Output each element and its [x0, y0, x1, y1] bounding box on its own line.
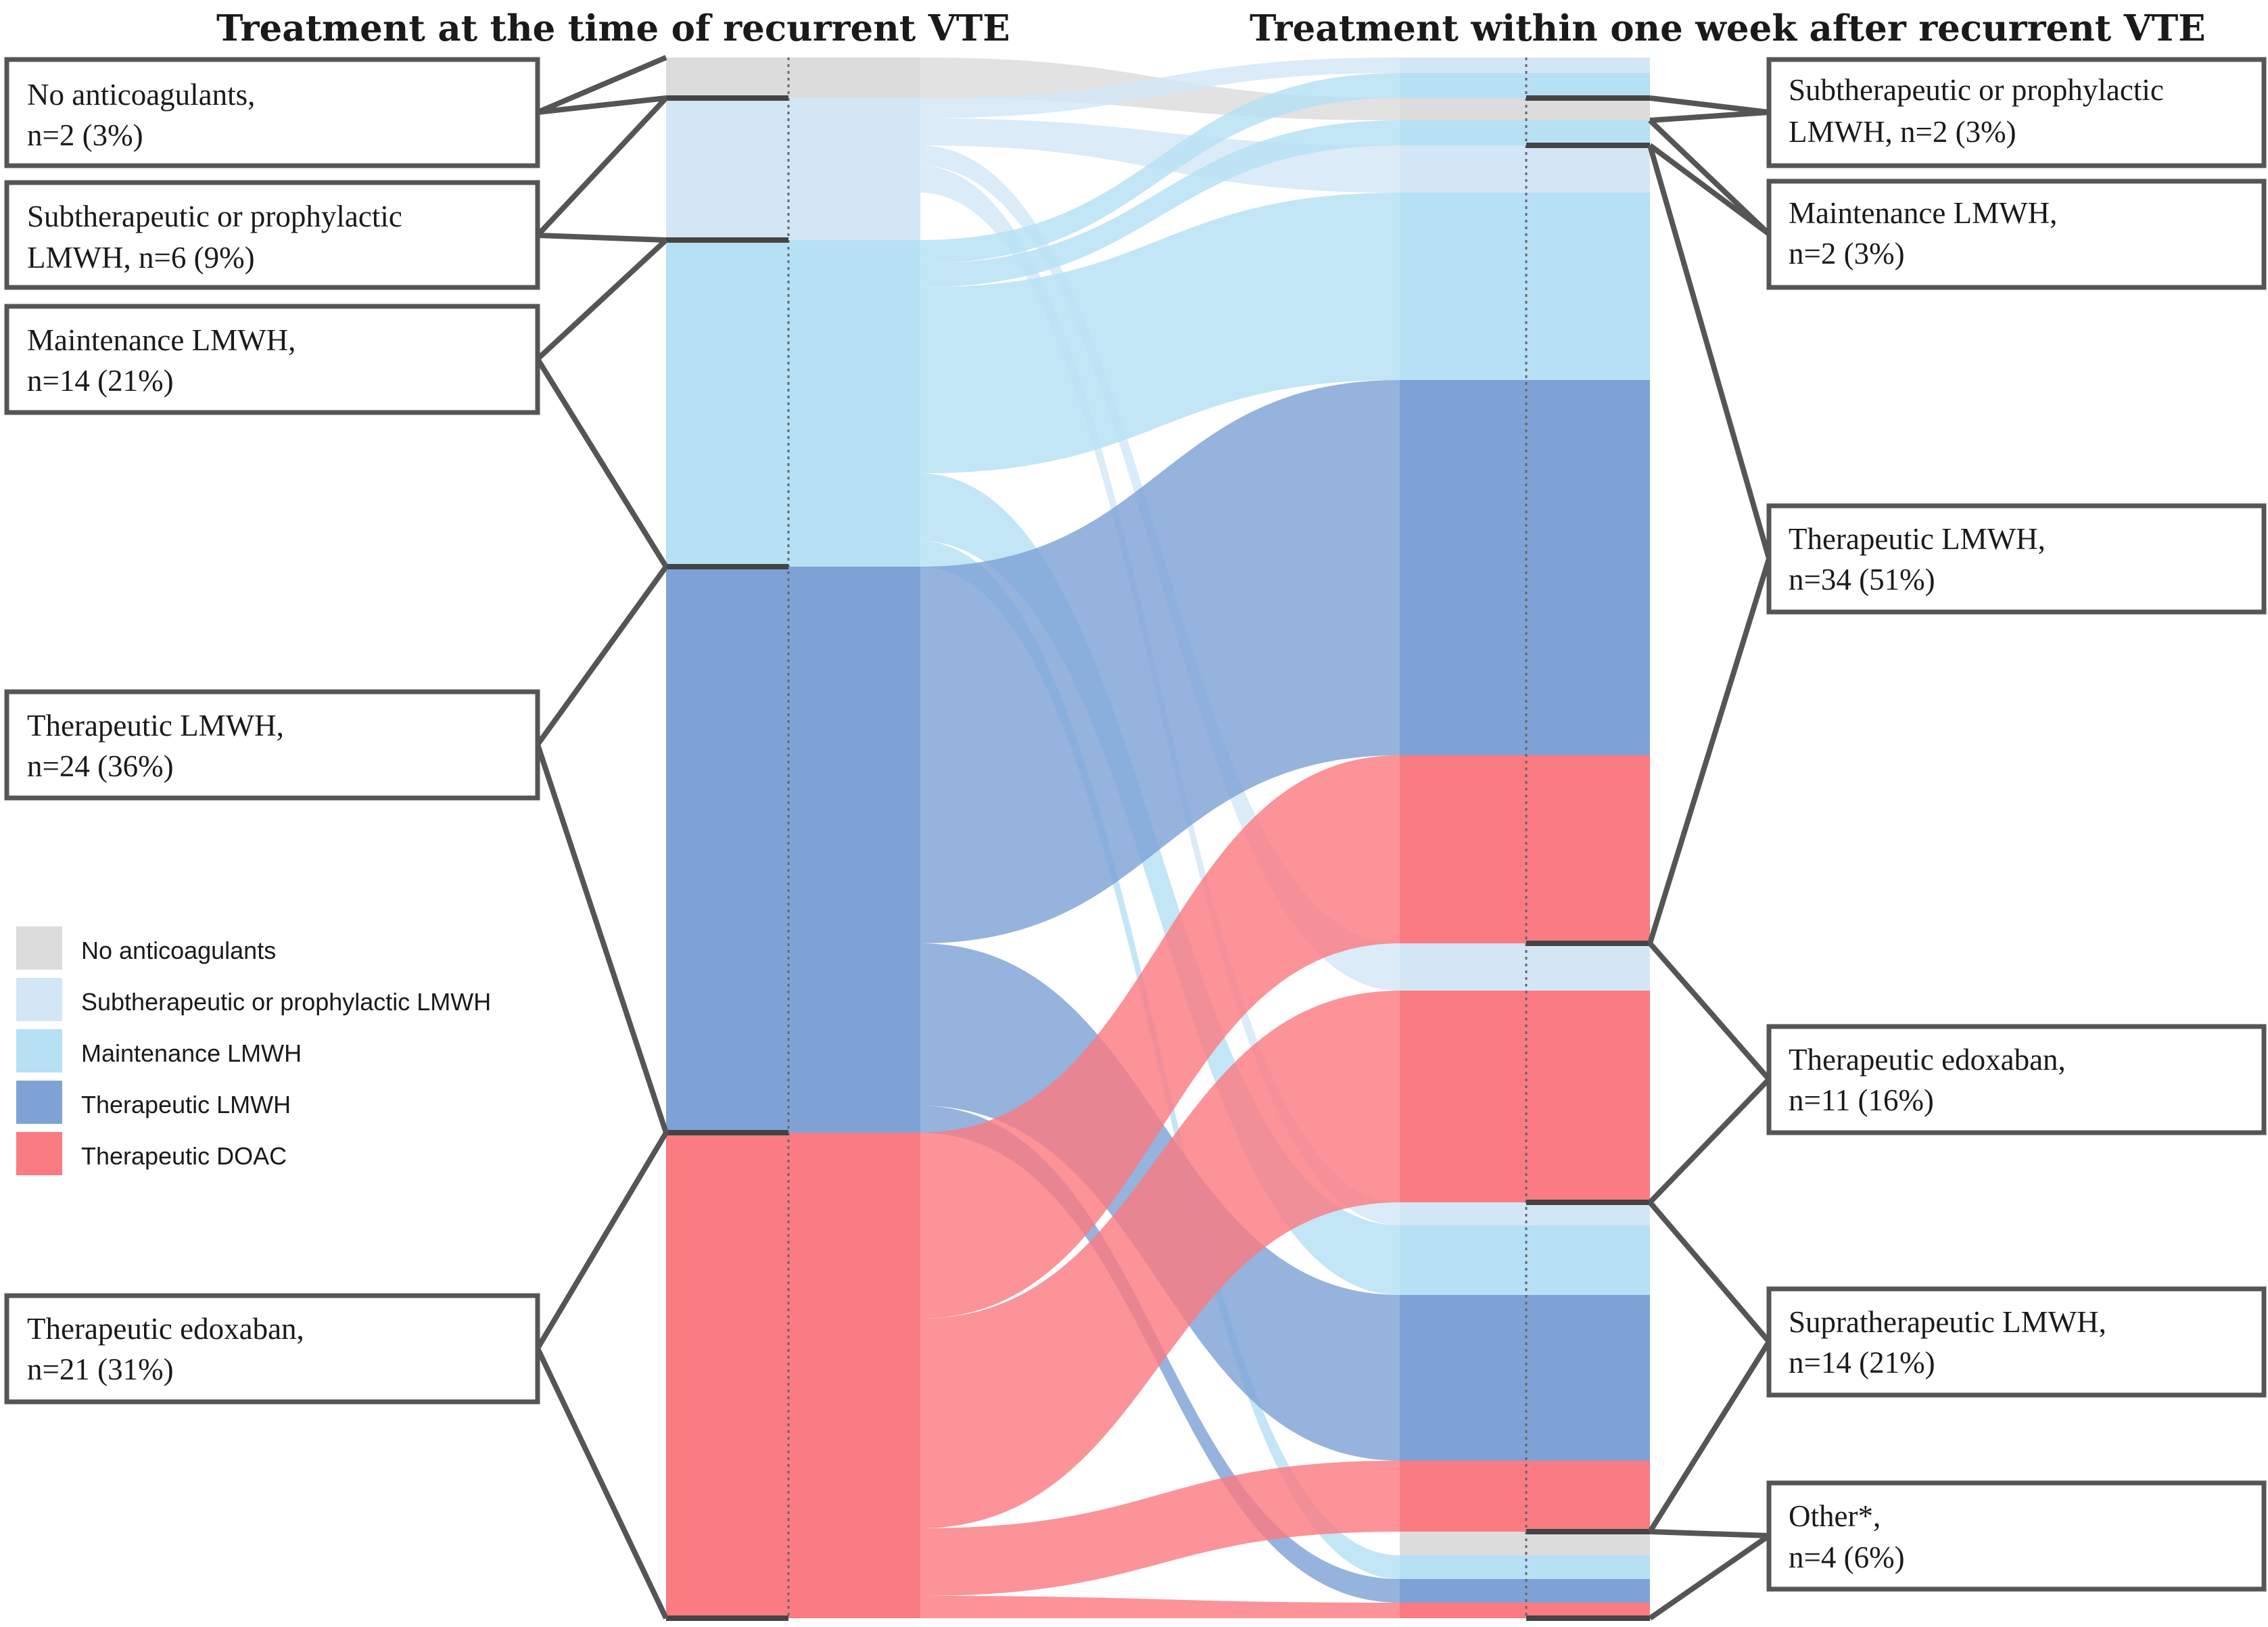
left-label-line2: n=14 (21%) [27, 364, 174, 398]
left-leader [536, 55, 667, 115]
legend-label: No anticoagulants [81, 937, 276, 964]
right-node-segment [1400, 380, 1650, 755]
legend-swatch-ther [16, 1081, 62, 1124]
right-label-line1: Maintenance LMWH, [1789, 196, 2057, 230]
left-label-L2: Maintenance LMWH, n=14 (21%) [4, 304, 540, 415]
right-label-line2: n=4 (6%) [1789, 1540, 1905, 1574]
legend-label: Subtherapeutic or prophylactic LMWH [81, 988, 491, 1016]
right-label-line2: n=2 (3%) [1789, 237, 1905, 270]
legend-label: Maintenance LMWH [81, 1039, 302, 1067]
right-node-segment [1400, 991, 1650, 1202]
right-leader [1647, 1200, 1772, 1534]
left-node-block [666, 240, 920, 567]
right-label-line2: n=14 (21%) [1789, 1346, 1935, 1380]
column-dividers [666, 95, 1650, 1621]
left-node-block [666, 1133, 920, 1618]
left-column-title: Treatment at the time of recurrent VTE [216, 7, 1010, 49]
left-node-block [666, 567, 920, 1133]
left-label-line2: LMWH, n=6 (9%) [27, 241, 255, 275]
left-label-L0: No anticoagulants, n=2 (3%) [4, 57, 540, 168]
left-label-line2: n=21 (31%) [27, 1352, 174, 1386]
right-node-segment [1400, 1532, 1650, 1555]
left-stacked-column [666, 57, 920, 1618]
right-node-segment [1400, 943, 1650, 991]
right-label-line1: Therapeutic edoxaban, [1789, 1043, 2066, 1077]
right-label-line1: Therapeutic LMWH, [1789, 522, 2046, 556]
right-label-R3: Therapeutic edoxaban, n=11 (16%) [1766, 1024, 2267, 1135]
right-label-R4: Supratherapeutic LMWH, n=14 (21%) [1766, 1286, 2267, 1398]
legend-label: Therapeutic DOAC [81, 1142, 287, 1170]
right-stacked-column [1400, 57, 1650, 1618]
left-leader [531, 96, 668, 243]
right-label-R1: Maintenance LMWH, n=2 (3%) [1766, 179, 2267, 290]
left-node-block [666, 98, 920, 240]
left-leader [534, 1131, 669, 1620]
right-label-line2: n=34 (51%) [1789, 563, 1935, 596]
right-node-segment [1400, 1295, 1650, 1461]
right-node-segment [1400, 98, 1650, 120]
right-label-line1: Subtherapeutic or prophylactic [1789, 73, 2164, 107]
right-node-segment [1400, 1461, 1650, 1532]
flow-ribbon [666, 120, 1400, 287]
right-label-R2: Therapeutic LMWH, n=34 (51%) [1766, 503, 2267, 615]
right-node-segment [1400, 120, 1650, 145]
left-label-line2: n=2 (3%) [27, 118, 143, 152]
right-label-line1: Supratherapeutic LMWH, [1789, 1305, 2106, 1339]
right-column-title: Treatment within one week after recurren… [1250, 7, 2206, 49]
right-node-segment [1400, 73, 1650, 98]
left-label-line1: Therapeutic edoxaban, [27, 1312, 304, 1346]
right-node-segment [1400, 1202, 1650, 1225]
flow-ribbon [666, 73, 1400, 264]
right-label-line2: LMWH, n=2 (3%) [1789, 115, 2016, 149]
right-leader [1647, 144, 1772, 945]
right-node-segment [1400, 755, 1650, 943]
left-label-line1: Subtherapeutic or prophylactic [27, 199, 402, 233]
right-node-segment [1400, 1603, 1650, 1618]
left-label-L4: Therapeutic edoxaban, n=21 (31%) [4, 1293, 540, 1405]
right-label-line1: Other*, [1789, 1499, 1881, 1533]
left-label-line1: No anticoagulants, [27, 78, 255, 112]
right-node-segment [1400, 1225, 1650, 1295]
right-label-R0: Subtherapeutic or prophylactic LMWH, n=2… [1766, 57, 2267, 168]
legend-swatch-sub [16, 978, 62, 1021]
legend-swatch-doac [16, 1132, 62, 1175]
left-leader [534, 238, 669, 569]
legend-swatch-maint [16, 1029, 62, 1072]
right-label-R5: Other*, n=4 (6%) [1766, 1480, 2267, 1592]
left-label-L3: Therapeutic LMWH, n=24 (36%) [4, 689, 540, 801]
right-leader [1649, 95, 1770, 123]
legend-label: Therapeutic LMWH [81, 1091, 291, 1118]
right-node-segment [1400, 1555, 1650, 1579]
right-label-line2: n=11 (16%) [1789, 1083, 1934, 1117]
legend: No anticoagulants Subtherapeutic or prop… [16, 926, 491, 1175]
left-label-line1: Maintenance LMWH, [27, 323, 296, 357]
right-leader [1648, 1529, 1778, 1621]
left-label-L1: Subtherapeutic or prophylactic LMWH, n=6… [4, 180, 540, 290]
right-node-segment [1400, 57, 1650, 73]
left-node-block [666, 57, 920, 98]
left-label-line1: Therapeutic LMWH, [27, 709, 284, 742]
right-node-segment [1400, 193, 1650, 380]
left-leader [534, 565, 669, 1134]
legend-swatch-none [16, 926, 62, 970]
right-leader [1647, 941, 1773, 1204]
right-node-segment [1400, 145, 1650, 193]
left-label-line2: n=24 (36%) [27, 749, 174, 783]
right-node-segment [1400, 1579, 1650, 1603]
